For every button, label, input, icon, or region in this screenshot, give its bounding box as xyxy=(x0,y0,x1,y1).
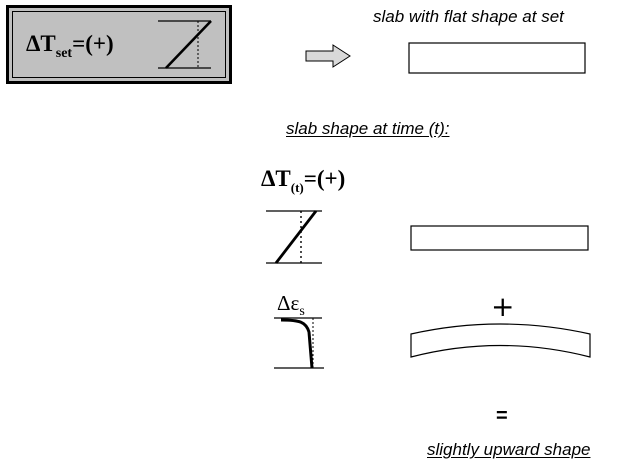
equals-sign: = xyxy=(496,405,508,427)
set-delta-symbol: ΔT xyxy=(26,31,56,56)
curved-slab xyxy=(410,323,591,358)
set-temperature-label: ΔTset=(+) xyxy=(26,31,114,62)
shrinkage-subscript: s xyxy=(299,304,305,319)
flat-slab-caption: slab with flat shape at set xyxy=(373,7,564,26)
arrow-right-icon xyxy=(305,44,351,68)
set-temperature-box-inner-border xyxy=(12,11,226,78)
set-gradient-symbol xyxy=(158,20,212,69)
time-subscript: (t) xyxy=(290,180,304,195)
time-gradient-slope-line xyxy=(274,210,318,264)
flat-slab-at-set xyxy=(408,42,586,74)
time-delta-symbol: ΔT xyxy=(261,166,291,191)
set-temperature-box: ΔTset=(+) xyxy=(6,5,232,84)
time-heading: slab shape at time (t): xyxy=(286,119,450,138)
shrinkage-curve xyxy=(280,318,314,369)
set-value: =(+) xyxy=(72,31,114,56)
plus-sign: + xyxy=(491,290,515,323)
shrinkage-symbol: Δε xyxy=(277,291,300,315)
set-gradient-slope-line xyxy=(165,20,212,69)
flat-slab-at-time xyxy=(410,225,589,251)
time-temperature-label: ΔT(t)=(+) xyxy=(261,166,345,196)
time-gradient-symbol xyxy=(266,210,322,264)
time-value: =(+) xyxy=(303,166,346,191)
set-subscript: set xyxy=(55,46,73,61)
shrinkage-label: Δεs xyxy=(277,291,305,320)
shrinkage-gradient-symbol xyxy=(274,317,324,369)
result-caption: slightly upward shape xyxy=(427,440,591,459)
